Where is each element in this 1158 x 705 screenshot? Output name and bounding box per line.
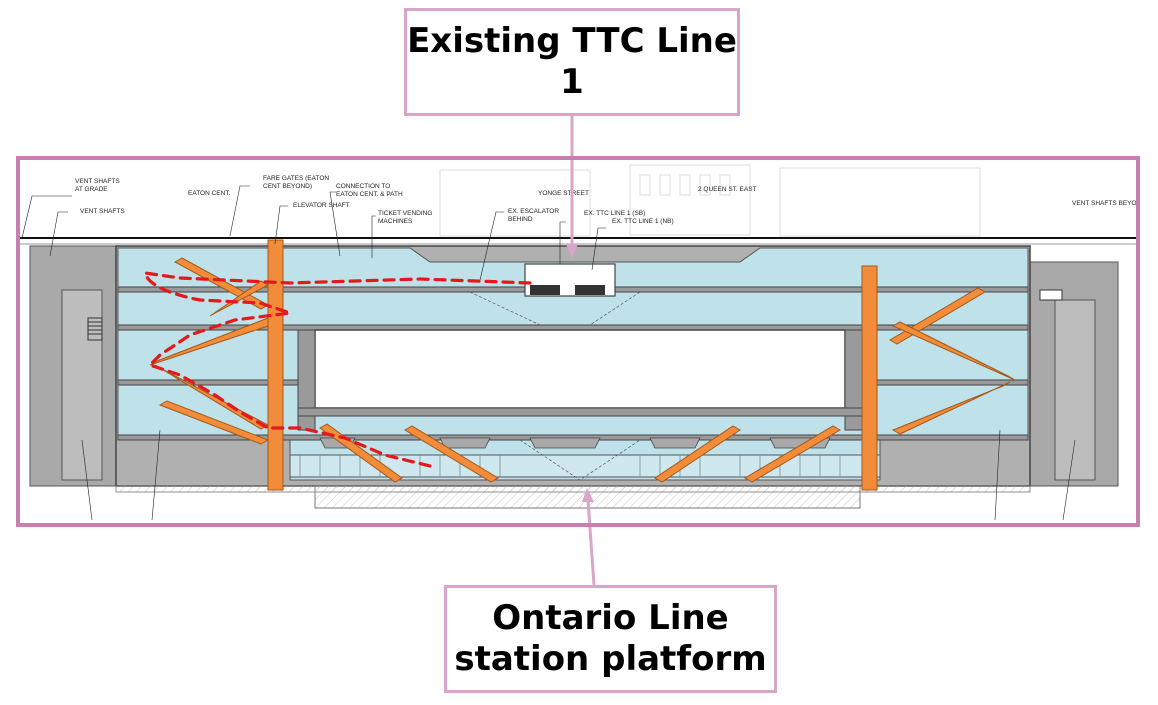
label-eaton-cent: EATON CENT. [188, 190, 231, 197]
label-vent-shafts: VENT SHAFTS [80, 208, 125, 215]
label-yonge-street: YONGE STREET [538, 190, 589, 197]
label-ex-escalator-1: EX. ESCALATOR [508, 208, 559, 215]
label-queen-st: 2 QUEEN ST. EAST [698, 186, 757, 193]
label-ticket-vending-1: TICKET VENDING [378, 210, 432, 217]
highlight-frame [16, 156, 1140, 527]
label-ex-ttc-sb: EX. TTC LINE 1 (SB) [584, 210, 645, 217]
label-connection-1: CONNECTION TO [336, 183, 390, 190]
callout-bottom-text: Ontario Line station platform [454, 598, 767, 679]
label-elevator-shaft: ELEVATOR SHAFT [293, 202, 350, 209]
callout-top-text: Existing TTC Line 1 [407, 21, 737, 102]
label-vent-shafts-at-grade-1: VENT SHAFTS [75, 178, 120, 185]
callout-pointer-bottom [586, 499, 596, 586]
label-ex-ttc-nb: EX. TTC LINE 1 (NB) [612, 218, 674, 225]
central-void [314, 329, 846, 409]
label-ticket-vending-2: MACHINES [378, 218, 413, 225]
background-buildings [439, 164, 981, 237]
elevator-shaft-right [861, 265, 878, 491]
elevator-shaft-left [267, 239, 284, 491]
label-fare-gates-1: FARE GATES (EATON [263, 175, 329, 182]
escalators-right [889, 287, 1016, 435]
label-fare-gates-2: CENT BEYOND) [263, 183, 312, 190]
platform-canopies [319, 437, 831, 449]
label-vent-shafts-beyond: VENT SHAFTS BEYO [1072, 200, 1137, 207]
callout-existing-ttc-line-1: Existing TTC Line 1 [404, 8, 740, 116]
label-connection-2: EATON CENT. & PATH [336, 191, 403, 198]
label-vent-shafts-at-grade-2: AT GRADE [75, 186, 108, 193]
transfer-route [142, 271, 532, 468]
label-ex-escalator-2: BEHIND [508, 216, 533, 223]
drawing-labels: VENT SHAFTS AT GRADE VENT SHAFTS EATON C… [75, 175, 1137, 225]
callout-ontario-line-platform: Ontario Line station platform [444, 585, 777, 693]
